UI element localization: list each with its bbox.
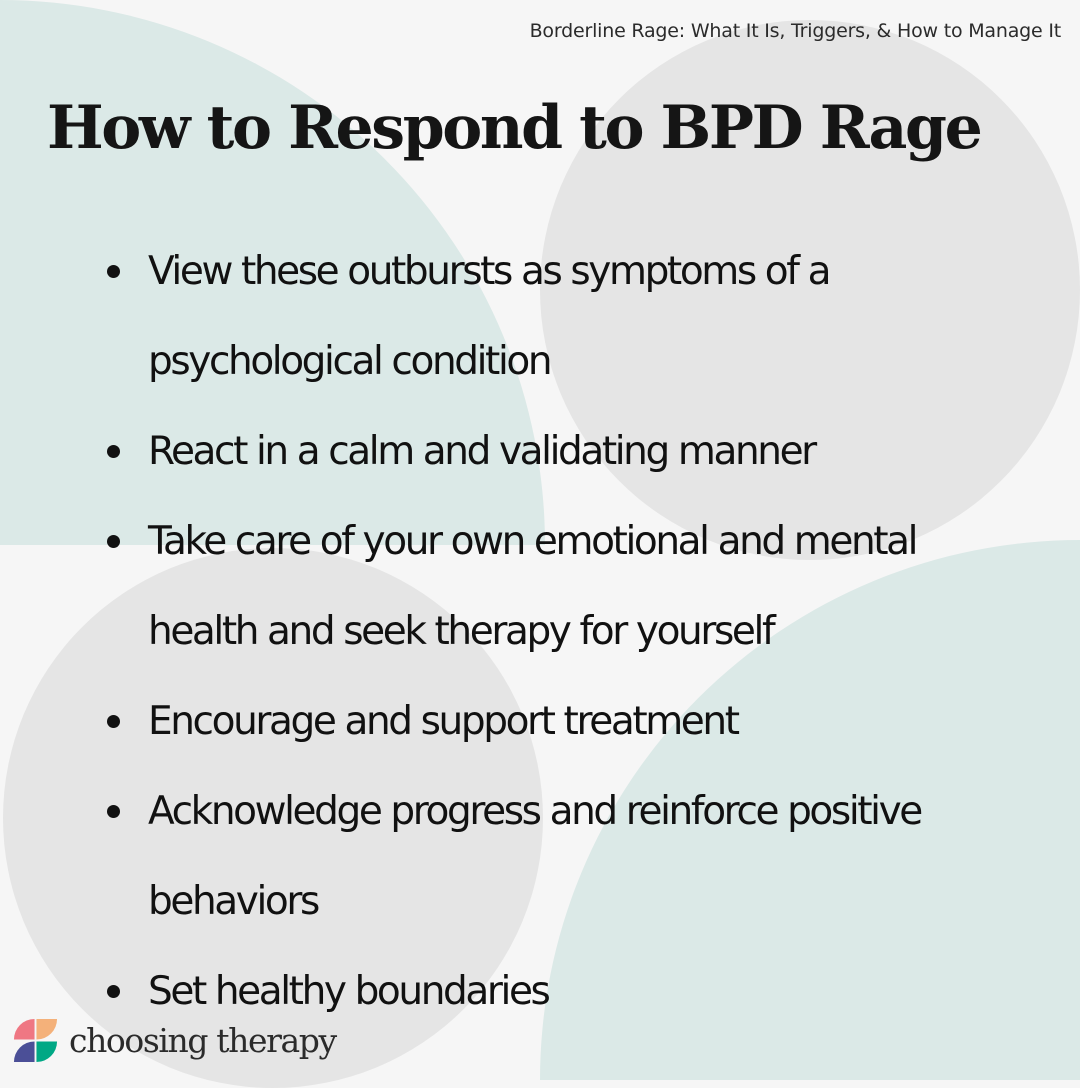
list-item: Acknowledge progress and reinforce posit… bbox=[107, 767, 1022, 947]
bullet-icon bbox=[107, 715, 120, 728]
list-item-text: React in a calm and validating manner bbox=[148, 429, 817, 474]
list-item: Set healthy boundaries bbox=[107, 947, 1022, 1037]
page-title: How to Respond to BPD Rage bbox=[47, 93, 983, 163]
list-item: Encourage and support treatment bbox=[107, 677, 1022, 767]
gray-circle-right bbox=[540, 20, 1080, 560]
gray-circle-left bbox=[3, 548, 543, 1088]
four-petal-logo-icon bbox=[13, 1018, 58, 1063]
list-item: Take care of your own emotional and ment… bbox=[107, 497, 1022, 677]
bullet-icon bbox=[107, 265, 120, 278]
logo-petal-purple bbox=[13, 1041, 35, 1063]
list-item-text: Encourage and support treatment bbox=[148, 699, 740, 744]
bullet-icon bbox=[107, 985, 120, 998]
bullet-icon bbox=[107, 445, 120, 458]
tips-list: View these outbursts as symptoms of a ps… bbox=[107, 227, 1022, 1037]
source-article-title: Borderline Rage: What It Is, Triggers, &… bbox=[529, 20, 1062, 42]
list-item-text: View these outbursts as symptoms of a ps… bbox=[148, 249, 831, 384]
logo-petal-orange bbox=[36, 1018, 58, 1040]
bullet-icon bbox=[107, 805, 120, 818]
bullet-icon bbox=[107, 535, 120, 548]
logo-petal-teal bbox=[36, 1041, 58, 1063]
logo-petal-pink bbox=[13, 1018, 35, 1040]
brand-logo: choosing therapy bbox=[12, 1017, 337, 1064]
list-item: View these outbursts as symptoms of a ps… bbox=[107, 227, 1022, 407]
list-item-text: Take care of your own emotional and ment… bbox=[148, 519, 918, 654]
list-item-text: Set healthy boundaries bbox=[148, 969, 551, 1014]
list-item-text: Acknowledge progress and reinforce posit… bbox=[148, 789, 923, 924]
brand-name: choosing therapy bbox=[69, 1021, 337, 1060]
list-item: React in a calm and validating manner bbox=[107, 407, 1022, 497]
